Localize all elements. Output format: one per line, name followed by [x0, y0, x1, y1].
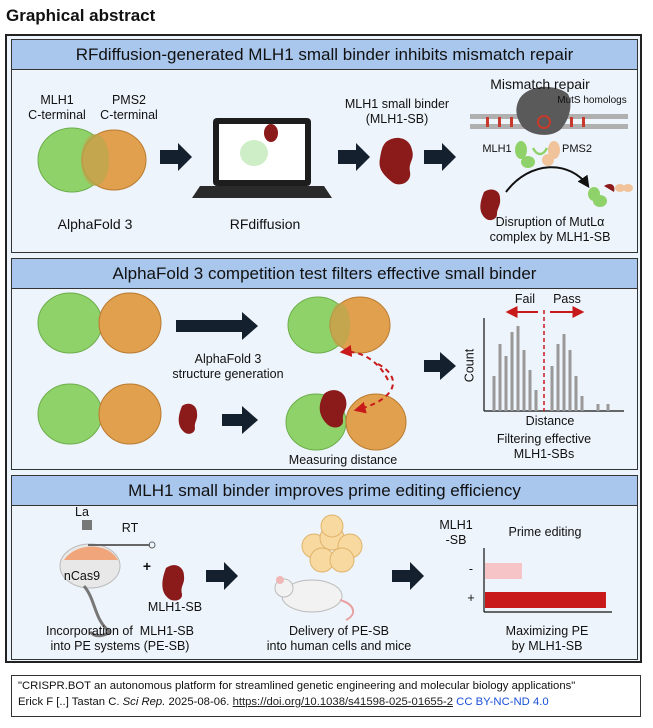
alphafold-label: AlphaFold 3	[57, 216, 133, 232]
complex-bottom-left-icon	[37, 383, 162, 445]
citation-doi-link[interactable]: https://doi.org/10.1038/s41598-025-01655…	[232, 695, 454, 708]
arrow-to-histogram-icon	[424, 352, 456, 380]
plus-row-label: +	[467, 591, 475, 605]
rfdiffusion-label: RFdiffusion	[229, 216, 301, 232]
muts-label: MutS homologs	[557, 95, 627, 106]
maximizing-label: Maximizing PE by MLH1-SB	[505, 624, 589, 653]
laptop-icon	[192, 118, 332, 198]
binder-label: MLH1 small binder (MLH1-SB)	[344, 97, 450, 126]
rt-label: RT	[121, 521, 139, 535]
distance-histogram	[483, 306, 624, 412]
page-title: Graphical abstract	[6, 6, 156, 25]
citation-license-link[interactable]: CC BY-NC-ND 4.0	[456, 695, 549, 708]
mismatch-repair-label: Mismatch repair	[490, 76, 590, 92]
citation-date: 2025-08-06.	[168, 695, 230, 708]
pe-system-icon	[59, 520, 156, 638]
plus-sign: +	[142, 558, 152, 574]
af3-generation-label: AlphaFold 3 structure generation	[172, 352, 284, 381]
mlh1-pms2-complex-icon	[37, 127, 147, 193]
panel-2-header: AlphaFold 3 competition test filters eff…	[12, 259, 637, 289]
mlh1-binder-icon	[379, 137, 413, 185]
arrow-1-icon	[160, 143, 192, 171]
mlh1-cterm-label: MLH1 C-terminal	[28, 93, 86, 122]
arrow-af3-bottom-icon	[222, 406, 258, 434]
arrow-pe-2-icon	[392, 562, 424, 590]
pms2-cterm-label: PMS2 C-terminal	[100, 93, 158, 122]
prime-editing-chart	[483, 548, 612, 613]
citation-title: "CRISPR.BOT an autonomous platform for s…	[18, 680, 576, 692]
complex-top-left-icon	[37, 292, 162, 354]
citation-box: "CRISPR.BOT an autonomous platform for s…	[11, 675, 641, 717]
pass-label: Pass	[553, 292, 581, 306]
distance-dashed-arrow-back-icon	[339, 344, 389, 381]
bar-minus-sb	[485, 563, 522, 579]
distance-axis-label: Distance	[525, 414, 575, 428]
ncas9-label: nCas9	[63, 569, 101, 583]
pms2-label: PMS2	[562, 143, 592, 155]
complex-bottom-right-icon	[285, 390, 407, 451]
arrow-3-icon	[424, 143, 456, 171]
bar-plus-sb	[485, 592, 606, 608]
prime-editing-label: Prime editing	[508, 525, 582, 539]
arrow-pe-1-icon	[206, 562, 238, 590]
panel-1-header: RFdiffusion-generated MLH1 small binder …	[12, 40, 637, 70]
panel-3-header: MLH1 small binder improves prime editing…	[12, 476, 637, 506]
delivery-label: Delivery of PE-SB into human cells and m…	[266, 624, 412, 653]
incorporation-label: Incorporation of MLH1-SB into PE systems…	[46, 624, 194, 653]
complex-top-right-icon	[287, 296, 391, 354]
fail-label: Fail	[514, 292, 536, 306]
distance-dashed-arrow-icon	[353, 363, 394, 414]
disruption-icon	[480, 166, 633, 221]
la-label: La	[75, 505, 89, 519]
binder-small-icon	[178, 403, 198, 434]
filtering-label: Filtering effective MLH1-SBs	[496, 432, 592, 461]
citation-journal: Sci Rep.	[122, 695, 166, 708]
mlh1-label: MLH1	[482, 143, 512, 155]
arrow-2-icon	[338, 143, 370, 171]
citation-authors: Erick F [..] Tastan C.	[18, 695, 120, 708]
measuring-distance-label: Measuring distance	[288, 453, 398, 467]
minus-row-label: -	[468, 562, 474, 576]
arrow-af3-top-icon	[176, 312, 258, 340]
cells-mouse-icon	[274, 514, 363, 621]
mlh1sb-axis-label: MLH1 -SB	[439, 518, 473, 547]
sb-label: MLH1-SB	[147, 600, 203, 614]
citation-line-2: Erick F [..] Tastan C. Sci Rep. 2025-08-…	[18, 695, 634, 711]
binder-pe-icon	[162, 565, 185, 601]
mismatch-repair-icon	[470, 86, 628, 168]
count-axis-label: Count	[462, 348, 477, 383]
disruption-label: Disruption of MutLα complex by MLH1-SB	[489, 215, 611, 244]
